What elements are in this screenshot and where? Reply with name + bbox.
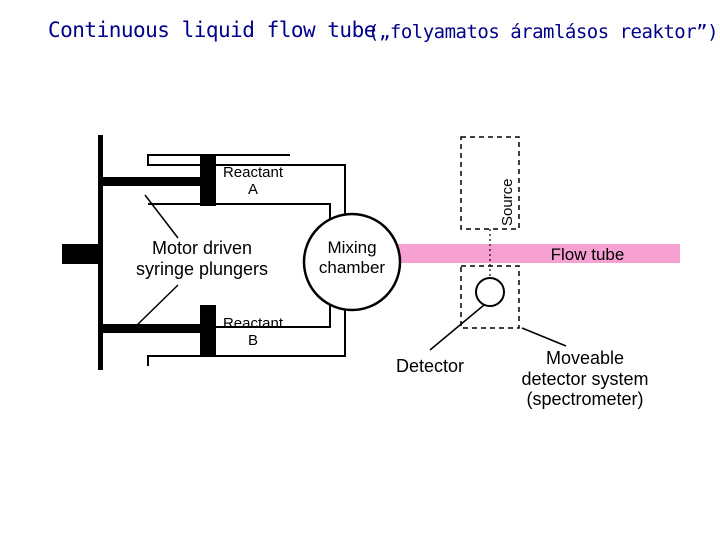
plunger-head-b (200, 305, 216, 355)
page-subtitle: („folyamatos áramlásos reaktor”) (368, 21, 719, 43)
motor-pointer-upper (144, 194, 179, 239)
page-title: Continuous liquid flow tube (48, 18, 376, 42)
mixing-chamber (302, 212, 402, 312)
mixing-chamber-label: Mixing chamber (318, 238, 386, 277)
detector-pointer (429, 304, 485, 351)
detector-box (460, 265, 520, 329)
motor-bar (62, 244, 100, 264)
detector-label: Detector (395, 356, 465, 376)
motor-label: Motor driven syringe plungers (135, 238, 269, 279)
flow-tube (398, 244, 680, 263)
reactant-a-label: Reactant A (222, 164, 284, 199)
detector-circle (475, 277, 505, 307)
plunger-head-a (200, 156, 216, 206)
motor-pointer-lower (134, 284, 179, 328)
plunger-rod-a (100, 177, 210, 186)
source-label: Source (499, 178, 516, 226)
syringe-a-barrel (147, 154, 290, 205)
flow-tube-label: Flow tube (550, 245, 625, 264)
source-box (460, 136, 520, 230)
reactant-b-label: Reactant B (222, 315, 284, 350)
moveable-detector-label: Moveable detector system (spectrometer) (521, 348, 649, 410)
motor-frame (98, 135, 103, 370)
plunger-rod-b (100, 324, 210, 333)
moveable-pointer (521, 327, 567, 347)
